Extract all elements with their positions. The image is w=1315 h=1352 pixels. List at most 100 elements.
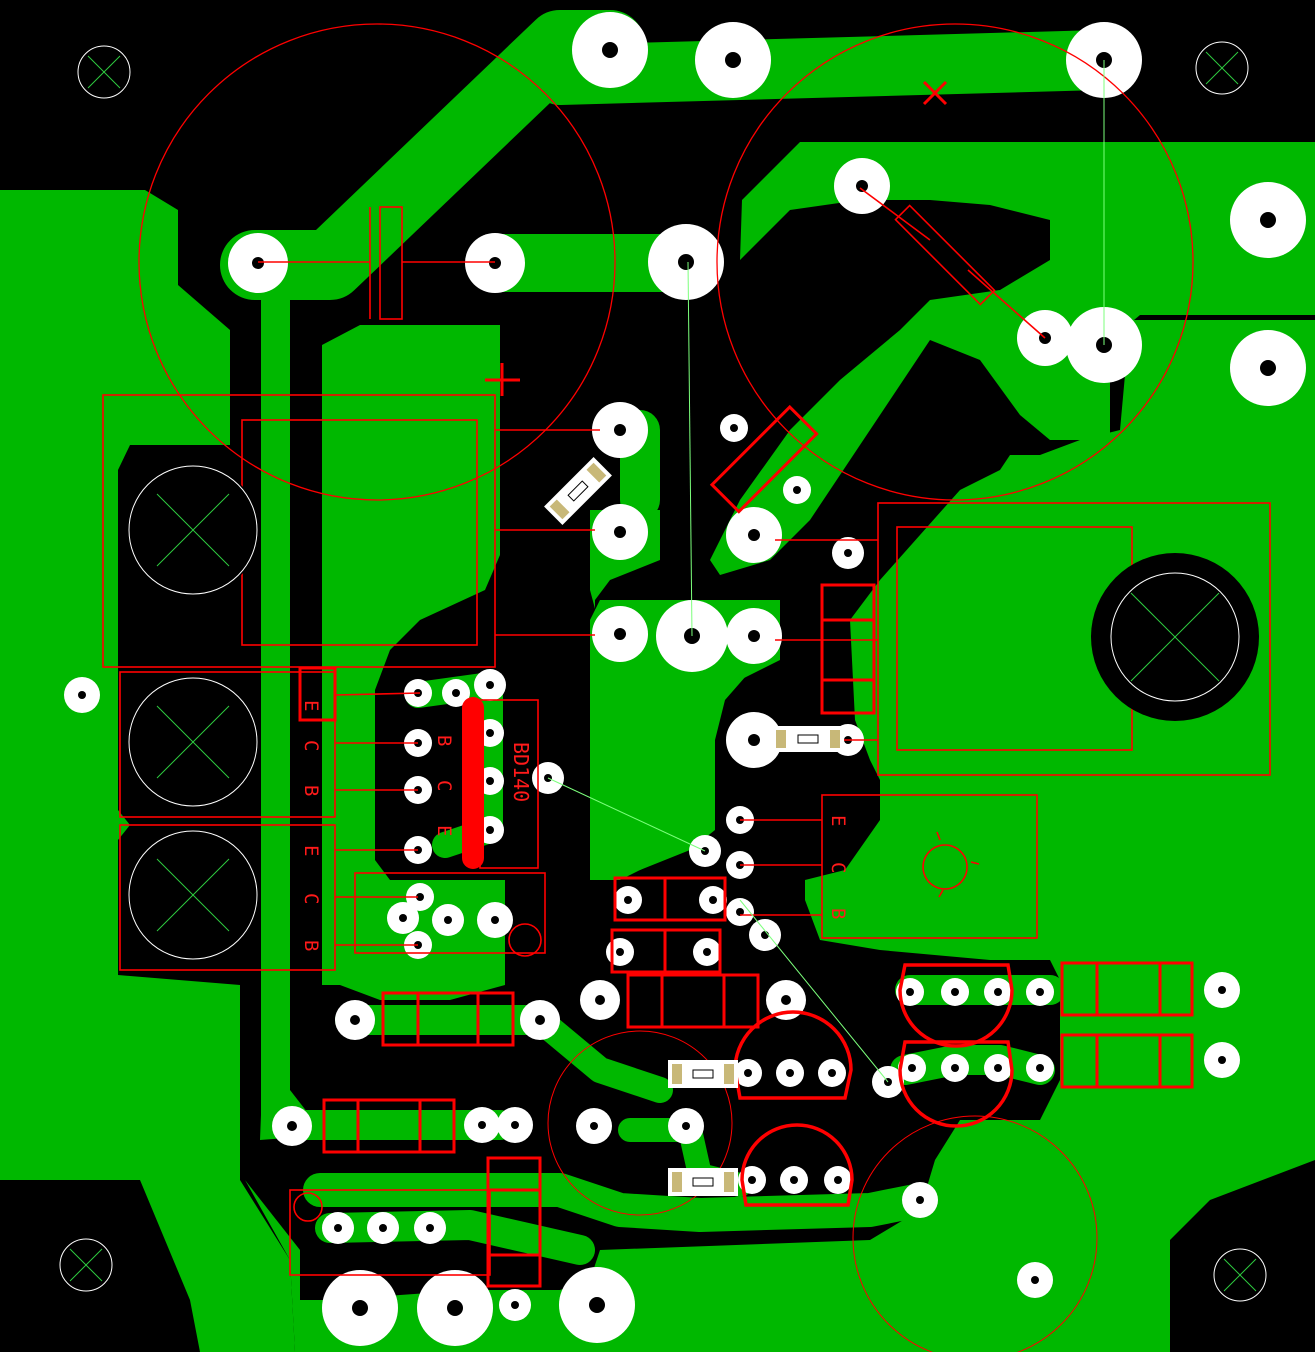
mounting-holes: [59, 41, 1267, 1302]
pot-symbol: [922, 831, 980, 898]
pad: [726, 898, 754, 926]
pad: [695, 22, 771, 98]
pad: [1026, 978, 1054, 1006]
mounting-hole: [77, 45, 131, 99]
pad: [464, 1107, 500, 1143]
label-q-mid-e: E: [433, 825, 455, 836]
pad: [898, 1054, 926, 1082]
cap-outline-large-right: [716, 23, 1194, 501]
pad: [465, 233, 525, 293]
label-q-mid-b: B: [433, 735, 455, 746]
pad: [417, 1270, 493, 1346]
label-q-right-b: B: [827, 908, 849, 919]
pad: [776, 1059, 804, 1087]
smd-resistor: [544, 457, 612, 525]
smd-resistor: [668, 1168, 738, 1196]
cap-symbol-right: [894, 204, 996, 306]
smd-components: [544, 457, 844, 1196]
pad: [497, 1107, 533, 1143]
pad: [499, 1289, 531, 1321]
label-q-left-top-b: B: [300, 785, 322, 796]
pad: [592, 402, 648, 458]
mounting-hole: [1091, 553, 1259, 721]
pad: [749, 919, 781, 951]
pad: [614, 886, 642, 914]
pad: [414, 1212, 446, 1244]
pad: [1230, 182, 1306, 258]
pad: [1017, 1262, 1053, 1298]
trace-center-diag: [527, 1007, 673, 1103]
cap-symbol-left: [379, 206, 403, 320]
cap-outline-large-left: [138, 23, 616, 501]
pad: [720, 414, 748, 442]
pad: [984, 1054, 1012, 1082]
trace-q-right-2: [890, 1045, 1055, 1085]
pad: [520, 1000, 560, 1040]
pad: [668, 1108, 704, 1144]
pad: [984, 978, 1012, 1006]
label-q-right-c: C: [827, 862, 849, 873]
label-q-mid-c: C: [433, 780, 455, 791]
pad: [783, 476, 811, 504]
mounting-hole: [127, 464, 259, 596]
pad: [228, 233, 288, 293]
pad: [734, 1059, 762, 1087]
copper-pour-right-upper: [710, 142, 1315, 575]
pad: [1230, 330, 1306, 406]
copper-pour-left: [0, 190, 295, 1352]
mounting-hole: [59, 1238, 113, 1292]
pad: [606, 938, 634, 966]
pad: [1204, 1042, 1240, 1078]
pad: [335, 1000, 375, 1040]
pad: [902, 1182, 938, 1218]
pad: [726, 507, 782, 563]
pad: [699, 886, 727, 914]
mounting-hole: [127, 676, 259, 808]
cap-outline-small-mid: [547, 1030, 733, 1216]
label-q-left-top-c: C: [300, 740, 322, 751]
pad: [322, 1212, 354, 1244]
label-q-left-bottom-e: E: [300, 845, 322, 856]
pad: [442, 679, 470, 707]
pad: [896, 978, 924, 1006]
pads: [64, 12, 1306, 1346]
pad: [1026, 1054, 1054, 1082]
pad: [818, 1059, 846, 1087]
trace-top-bar: [530, 30, 1130, 105]
label-q-left-bottom-b: B: [300, 940, 322, 951]
transistor-outline-right: [877, 502, 1271, 776]
pad: [406, 883, 434, 911]
copper-pour-center-left: [322, 325, 505, 1000]
pad: [572, 12, 648, 88]
silk-text: BD140 E C B E C B B C E E C B: [300, 700, 849, 951]
pad: [726, 712, 782, 768]
smd-resistor: [668, 1060, 738, 1088]
resistor-outlines: [298, 404, 1194, 1288]
label-bd140: BD140: [509, 742, 533, 802]
transistor-outline-left-2: [119, 671, 336, 818]
label-q-right-e: E: [827, 815, 849, 826]
mounting-hole: [1195, 41, 1249, 95]
pad: [592, 504, 648, 560]
cap-outline-small-right: [852, 1115, 1098, 1352]
pad: [592, 606, 648, 662]
pad: [580, 980, 620, 1020]
copper-pour-center-2: [590, 600, 780, 880]
pad: [738, 1166, 766, 1194]
pad: [726, 608, 782, 664]
pad: [432, 904, 464, 936]
pad: [322, 1270, 398, 1346]
pad: [1204, 972, 1240, 1008]
pad: [64, 677, 100, 713]
pad: [941, 1054, 969, 1082]
transistor-outline-mid-right: [821, 794, 1038, 939]
pad: [387, 902, 419, 934]
ratsnest: [547, 60, 1105, 1083]
to92-outlines: [733, 963, 1014, 1207]
pad: [576, 1108, 612, 1144]
pad: [477, 902, 513, 938]
pad: [648, 224, 724, 300]
pad: [766, 980, 806, 1020]
pad: [474, 669, 506, 701]
